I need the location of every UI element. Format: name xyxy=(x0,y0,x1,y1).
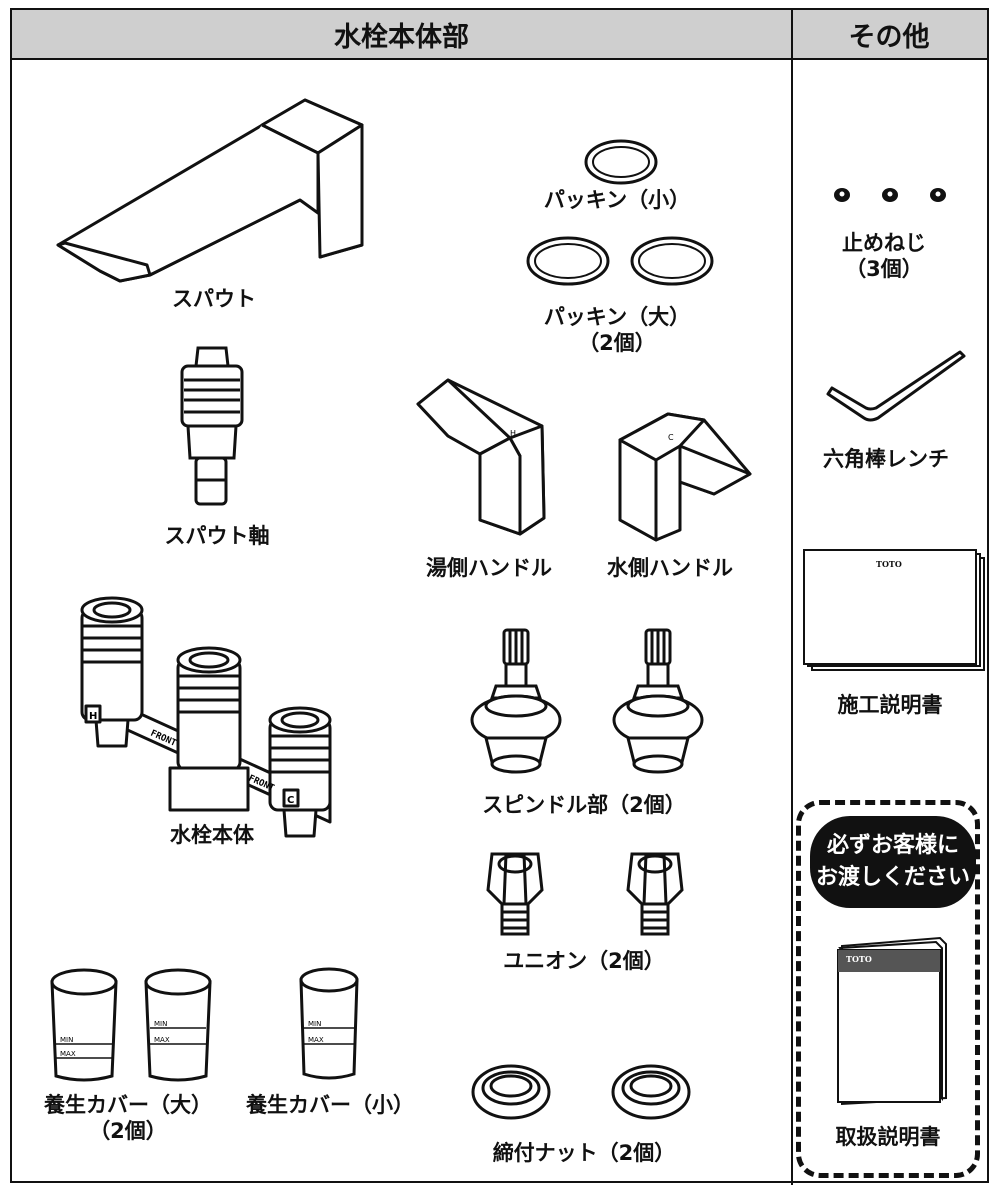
label-faucet-body: 水栓本体 xyxy=(170,823,254,847)
label-spout-shaft: スパウト軸 xyxy=(164,524,270,548)
notice-line-2: お渡しください xyxy=(815,865,970,890)
svg-text:MAX: MAX xyxy=(154,1036,170,1044)
hot-handle-illustration: H xyxy=(416,378,546,536)
parts-list-frame: 水栓本体部 その他 xyxy=(10,8,989,1185)
faucet-body-illustration: H C FRONT FRONT xyxy=(80,596,332,838)
user-manual-illustration xyxy=(837,936,947,1106)
packing-large-illustration-2 xyxy=(630,236,714,286)
union-illustration-2 xyxy=(626,852,684,936)
label-spindle: スピンドル部（2個） xyxy=(482,793,686,817)
label-user-manual: 取扱説明書 xyxy=(835,1125,941,1149)
body-h-mark: H xyxy=(89,711,97,722)
svg-text:MAX: MAX xyxy=(308,1036,324,1044)
label-nut: 締付ナット（2個） xyxy=(492,1141,676,1165)
nut-illustration-1 xyxy=(471,1064,551,1120)
cover-large-illustration-2: MIN MAX xyxy=(144,968,212,1082)
cover-large-illustration-1: MIN MAX xyxy=(50,968,118,1082)
user-manual-brand: TOTO xyxy=(846,954,872,964)
spout-illustration xyxy=(56,98,364,283)
label-packing-small: パッキン（小） xyxy=(543,188,691,212)
svg-text:C: C xyxy=(668,433,674,442)
packing-small-illustration xyxy=(584,139,658,185)
union-illustration-1 xyxy=(486,852,544,936)
body-c-mark: C xyxy=(287,795,294,806)
nut-illustration-2 xyxy=(611,1064,691,1120)
label-hot-handle: 湯側ハンドル xyxy=(426,556,552,580)
label-set-screw: 止めねじ （3個） xyxy=(842,231,926,281)
label-cover-small: 養生カバー（小） xyxy=(246,1093,414,1117)
label-cover-large: 養生カバー（大） （2個） xyxy=(44,1093,212,1143)
svg-text:MIN: MIN xyxy=(60,1036,73,1044)
install-manual-brand: TOTO xyxy=(876,559,902,569)
svg-text:H: H xyxy=(510,429,516,438)
spindle-illustration-1 xyxy=(470,628,562,774)
svg-text:MIN: MIN xyxy=(308,1020,321,1028)
handover-notice-badge: 必ずお客様に お渡しください xyxy=(810,816,976,908)
label-spout: スパウト xyxy=(172,287,256,311)
label-hex-wrench: 六角棒レンチ xyxy=(823,447,949,471)
install-manual-illustration xyxy=(803,549,985,671)
header-faucet-body-parts: 水栓本体部 xyxy=(12,10,791,60)
user-manual-dashed-frame xyxy=(796,800,980,1178)
svg-text:MAX: MAX xyxy=(60,1050,76,1058)
svg-text:MIN: MIN xyxy=(154,1020,167,1028)
label-cold-handle: 水側ハンドル xyxy=(607,556,733,580)
spout-shaft-illustration xyxy=(180,346,244,506)
set-screw-illustration xyxy=(834,188,946,202)
column-divider xyxy=(791,10,793,1185)
packing-large-illustration-1 xyxy=(526,236,610,286)
label-packing-large: パッキン（大） （2個） xyxy=(543,305,691,355)
label-union: ユニオン（2個） xyxy=(503,949,665,973)
cover-small-illustration: MIN MAX xyxy=(299,967,359,1080)
notice-line-1: 必ずお客様に xyxy=(826,833,959,858)
hex-wrench-illustration xyxy=(826,350,966,422)
cold-handle-illustration: C xyxy=(618,412,752,542)
label-install-manual: 施工説明書 xyxy=(837,693,943,717)
spindle-illustration-2 xyxy=(612,628,704,774)
header-others: その他 xyxy=(791,10,987,60)
